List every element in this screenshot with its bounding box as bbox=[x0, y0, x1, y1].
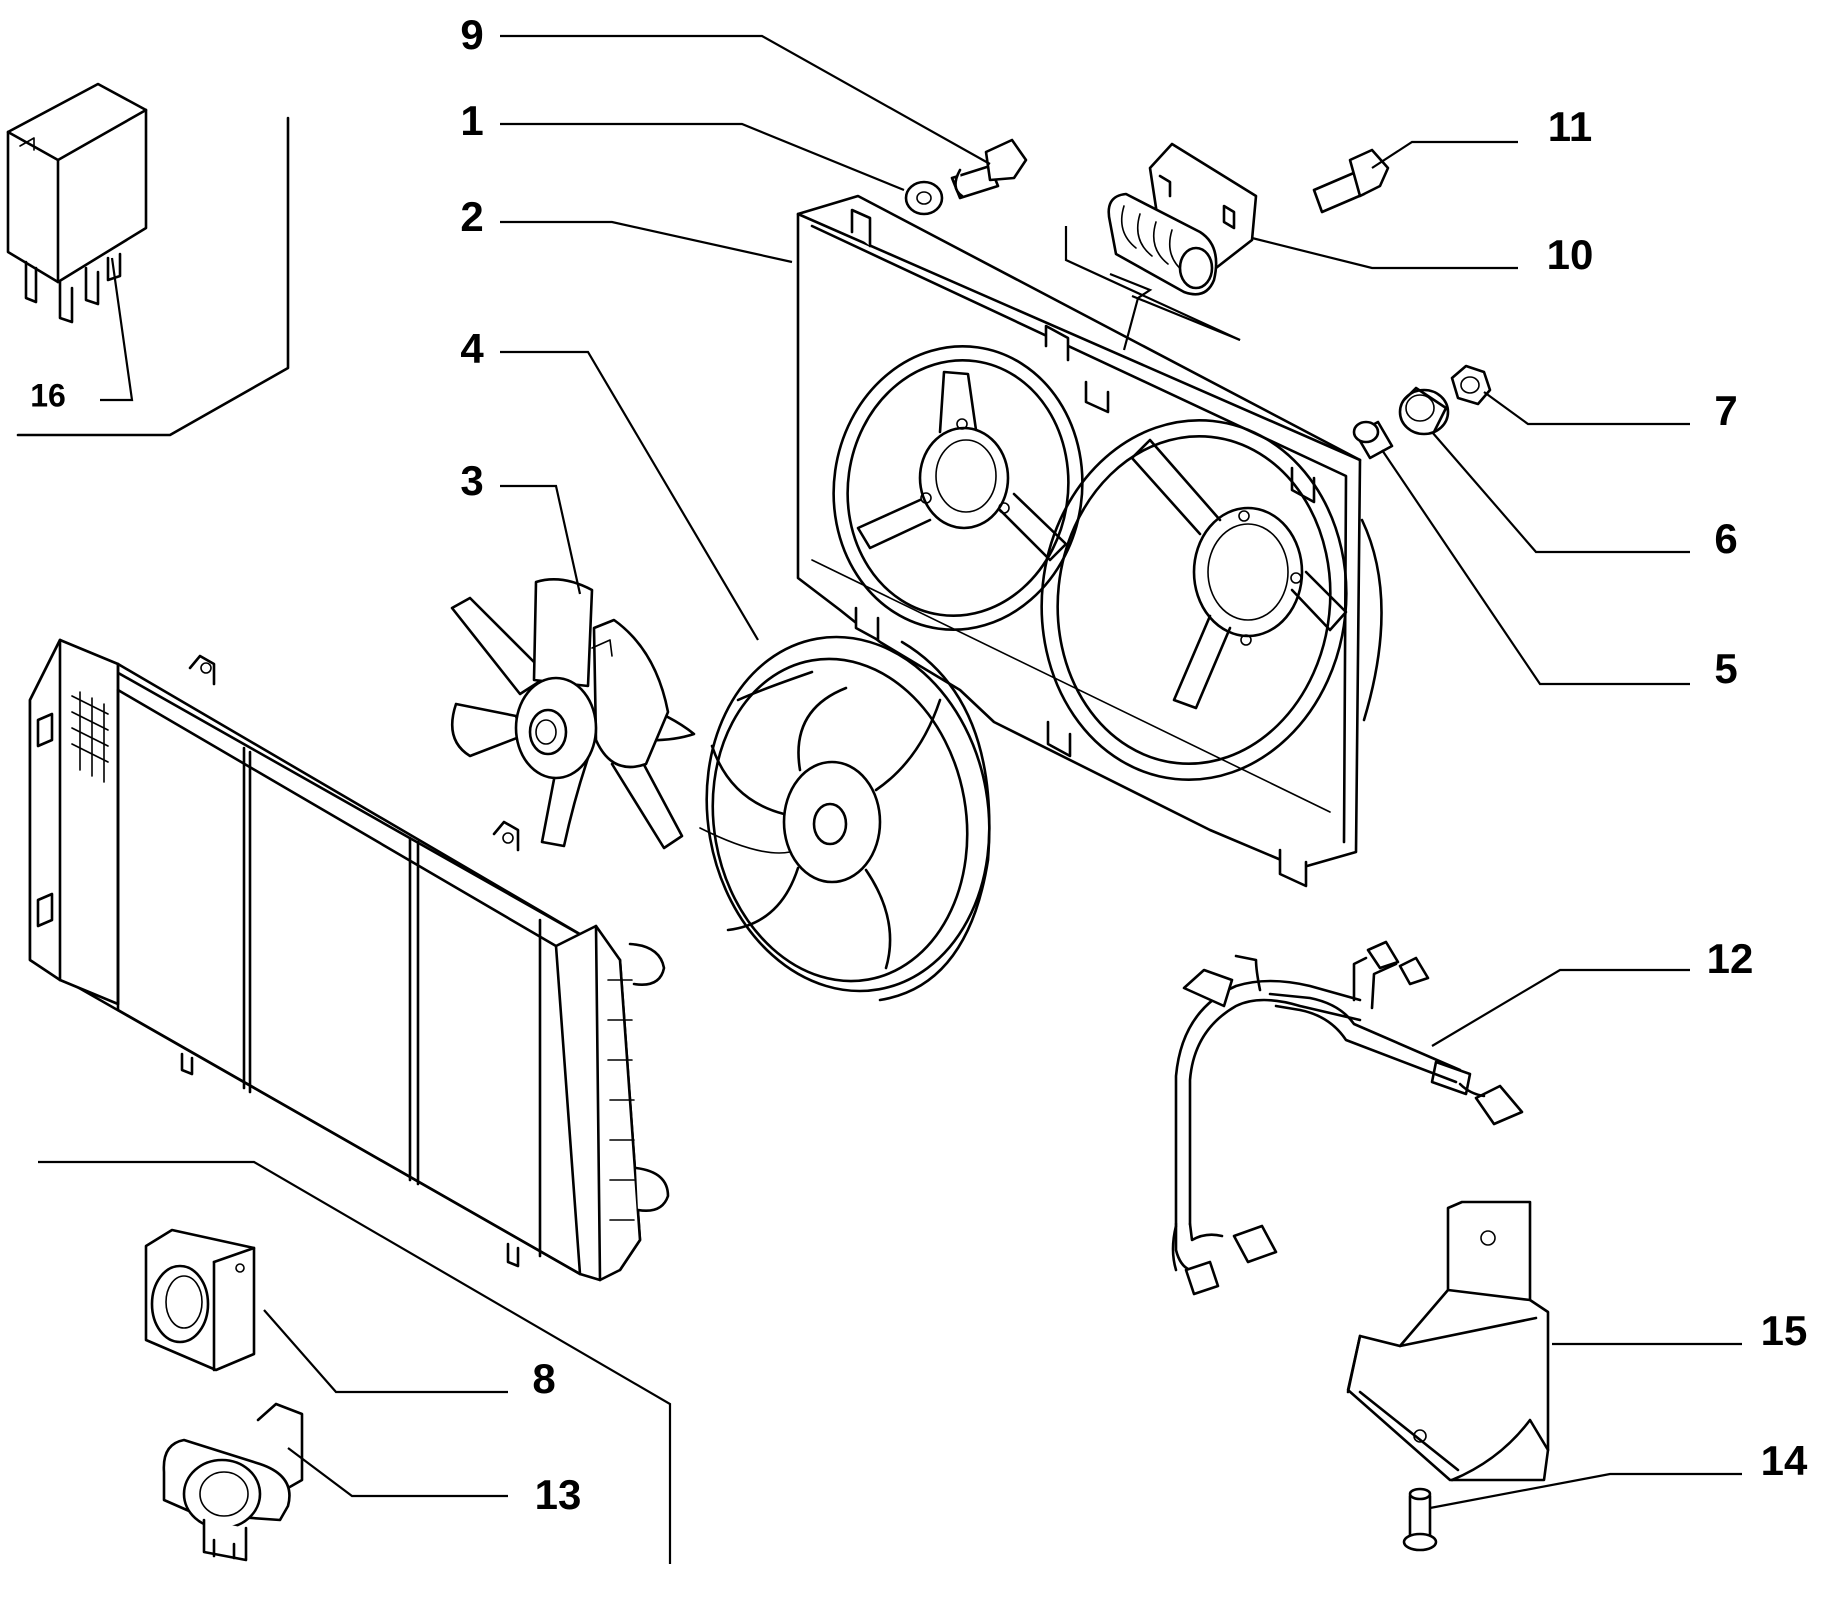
callout-labels: 9 1 2 4 3 16 11 10 7 6 5 12 15 14 8 13 bbox=[30, 11, 1808, 1518]
part-relay bbox=[6, 82, 290, 437]
part-spacer-5 bbox=[1352, 420, 1394, 460]
part-resistor bbox=[1107, 142, 1258, 296]
part-fan-blade-small bbox=[450, 578, 696, 850]
part-bracket-8 bbox=[144, 1228, 256, 1372]
callout-7: 7 bbox=[1714, 387, 1737, 434]
callout-12: 12 bbox=[1707, 935, 1754, 982]
part-nut-7 bbox=[1450, 364, 1492, 406]
callout-13: 13 bbox=[535, 1471, 582, 1518]
part-bracket-15 bbox=[1346, 1200, 1550, 1482]
callout-1: 1 bbox=[460, 97, 483, 144]
part-screw-14 bbox=[1402, 1487, 1438, 1552]
callout-9: 9 bbox=[460, 11, 483, 58]
callout-8: 8 bbox=[532, 1355, 555, 1402]
callout-14: 14 bbox=[1761, 1437, 1808, 1484]
callout-2: 2 bbox=[460, 193, 483, 240]
callout-16: 16 bbox=[30, 377, 66, 413]
leader-lines bbox=[38, 34, 1742, 1564]
callout-15: 15 bbox=[1761, 1307, 1808, 1354]
part-radiator bbox=[28, 638, 670, 1282]
part-clamp-13 bbox=[162, 1402, 304, 1562]
callout-4: 4 bbox=[460, 325, 484, 372]
callout-3: 3 bbox=[460, 457, 483, 504]
part-bolt-11 bbox=[1312, 148, 1390, 214]
part-grommet-6 bbox=[1398, 386, 1450, 436]
part-bolt-9 bbox=[950, 138, 1028, 200]
part-washer-1 bbox=[904, 180, 944, 216]
callout-5: 5 bbox=[1714, 645, 1737, 692]
callout-10: 10 bbox=[1547, 231, 1594, 278]
part-fan-large bbox=[699, 635, 991, 1002]
part-fan-shroud bbox=[796, 194, 1383, 888]
callout-11: 11 bbox=[1548, 103, 1592, 150]
part-wiring-harness bbox=[1171, 940, 1524, 1296]
callout-6: 6 bbox=[1714, 515, 1737, 562]
